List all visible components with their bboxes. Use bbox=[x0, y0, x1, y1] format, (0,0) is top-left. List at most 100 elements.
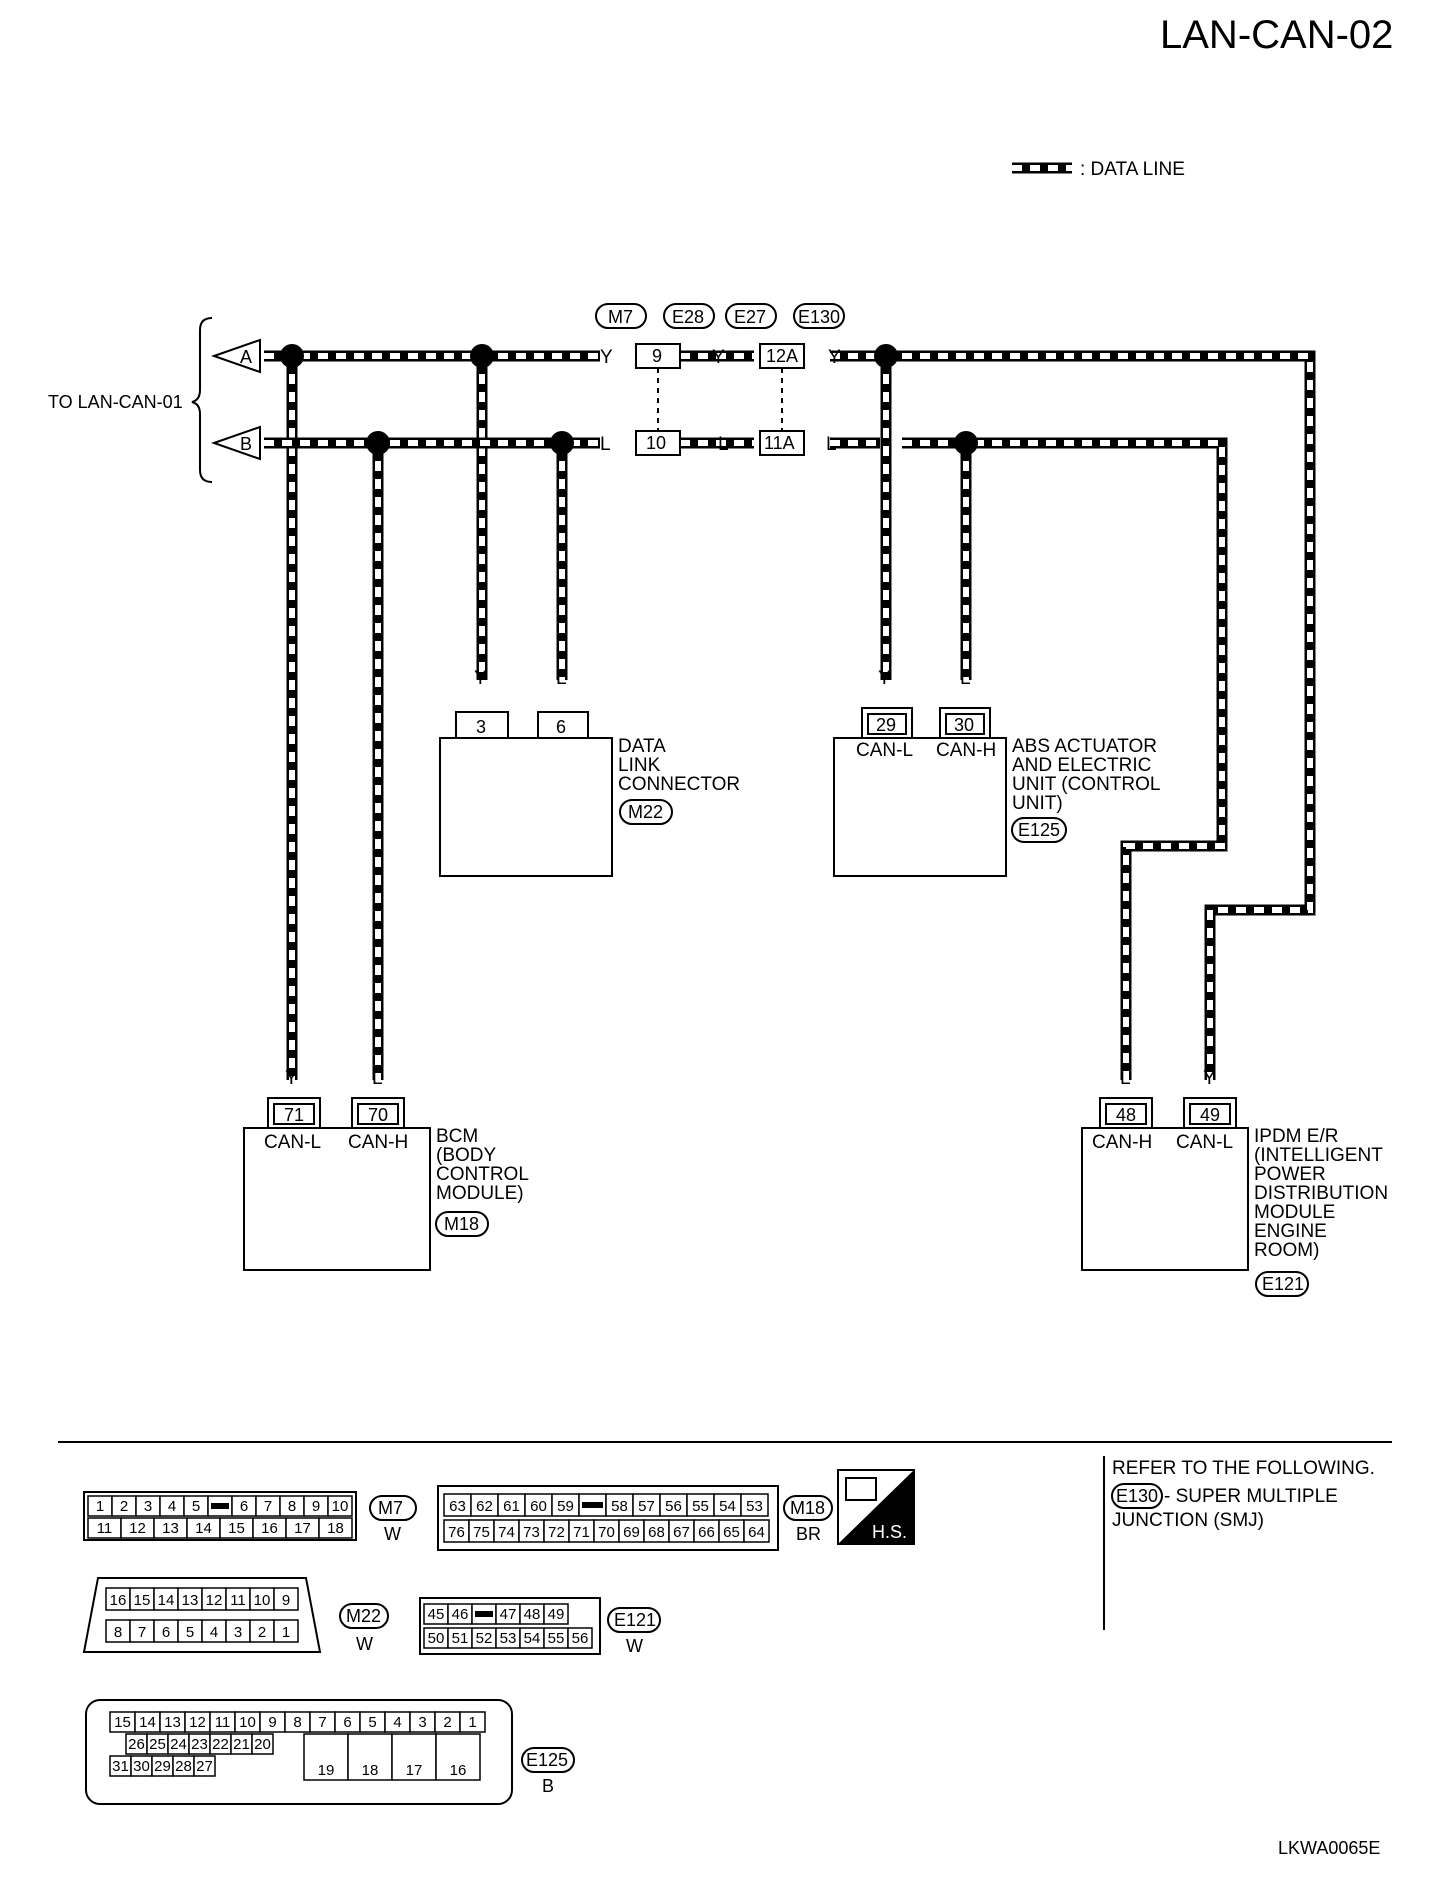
e125-large-pin-number: 17 bbox=[406, 1762, 423, 1779]
m7-key-slot bbox=[211, 1503, 229, 1509]
svg-text:49: 49 bbox=[1200, 1105, 1220, 1125]
svg-text:E125: E125 bbox=[526, 1750, 568, 1770]
bcm-module: 71 70 CAN-L CAN-H BCM (BODY CONTROL MODU… bbox=[243, 1097, 529, 1271]
m22-pin-number: 13 bbox=[182, 1592, 199, 1609]
svg-text:L: L bbox=[600, 434, 611, 455]
e125-pin-number: 21 bbox=[233, 1736, 250, 1753]
refer-note: REFER TO THE FOLLOWING. E130 - SUPER MUL… bbox=[1111, 1458, 1375, 1531]
hs-badge: H.S. bbox=[837, 1469, 915, 1545]
svg-text:9: 9 bbox=[652, 346, 662, 366]
m22-pin-number: 6 bbox=[162, 1624, 170, 1641]
m7-pin-number: 9 bbox=[312, 1498, 320, 1515]
m7-pin-number: 13 bbox=[162, 1520, 179, 1537]
m18-pin-number: 56 bbox=[665, 1498, 682, 1515]
svg-text:(BODY: (BODY bbox=[436, 1145, 497, 1166]
svg-text:48: 48 bbox=[1116, 1105, 1136, 1125]
e125-pin-number: 25 bbox=[149, 1736, 166, 1753]
svg-text:CAN-H: CAN-H bbox=[936, 740, 996, 761]
svg-text:MODULE): MODULE) bbox=[436, 1183, 524, 1204]
m7-pin-number: 17 bbox=[294, 1520, 311, 1537]
svg-text:JUNCTION (SMJ): JUNCTION (SMJ) bbox=[1112, 1510, 1264, 1531]
e125-pin-number: 24 bbox=[170, 1736, 187, 1753]
legend: : DATA LINE bbox=[1012, 159, 1185, 180]
junction-connector-tags: M7 E28 E27 E130 bbox=[595, 303, 845, 329]
e125-pin-number: 10 bbox=[239, 1714, 256, 1731]
m7-cell bbox=[318, 1517, 353, 1539]
m18-key-slot bbox=[582, 1502, 603, 1508]
svg-text:L: L bbox=[1120, 1068, 1131, 1089]
svg-text:CAN-L: CAN-L bbox=[1176, 1132, 1233, 1153]
m18-pin-number: 55 bbox=[692, 1498, 709, 1515]
e125-pin-number: 31 bbox=[112, 1758, 129, 1775]
svg-text:DATA: DATA bbox=[618, 736, 666, 757]
m18-pin-number: 64 bbox=[748, 1524, 765, 1541]
hs-connector-icon bbox=[845, 1477, 877, 1501]
svg-text:E130: E130 bbox=[1116, 1486, 1158, 1506]
svg-text:DISTRIBUTION: DISTRIBUTION bbox=[1254, 1183, 1388, 1204]
svg-text:3: 3 bbox=[476, 717, 486, 737]
e125-pin-number: 2 bbox=[443, 1714, 451, 1731]
m7-pin-number: 6 bbox=[240, 1498, 248, 1515]
svg-text:L: L bbox=[718, 434, 729, 455]
tag-e28: E28 bbox=[672, 307, 704, 327]
svg-text:W: W bbox=[626, 1636, 643, 1656]
svg-text:UNIT (CONTROL: UNIT (CONTROL bbox=[1012, 774, 1160, 795]
m22-pin-number: 7 bbox=[138, 1624, 146, 1641]
e125-pin-number: 29 bbox=[154, 1758, 171, 1775]
e125-cell bbox=[193, 1755, 216, 1777]
m22-pin-number: 9 bbox=[282, 1592, 290, 1609]
e125-pin-number: 22 bbox=[212, 1736, 229, 1753]
svg-text:CAN-L: CAN-L bbox=[856, 740, 913, 761]
svg-text:E121: E121 bbox=[1262, 1274, 1304, 1294]
m22-pin-number: 11 bbox=[230, 1592, 246, 1609]
m7-pin-number: 12 bbox=[129, 1520, 146, 1537]
e125-pin-number: 1 bbox=[468, 1714, 476, 1731]
m18-cell bbox=[740, 1493, 769, 1517]
m22-pin-number: 12 bbox=[206, 1592, 223, 1609]
svg-text:12A: 12A bbox=[766, 346, 798, 366]
m18-pin-number: 65 bbox=[723, 1524, 740, 1541]
m18-pin-number: 70 bbox=[598, 1524, 615, 1541]
e125-large-pin-number: 16 bbox=[450, 1762, 467, 1779]
m22-cell bbox=[273, 1619, 299, 1643]
e125-large-pin-number: 19 bbox=[318, 1762, 335, 1779]
svg-text:L: L bbox=[826, 434, 837, 455]
m22-cell bbox=[273, 1587, 299, 1611]
svg-text:CAN-H: CAN-H bbox=[348, 1132, 408, 1153]
svg-text:E121: E121 bbox=[614, 1610, 656, 1630]
svg-text:H.S.: H.S. bbox=[872, 1522, 907, 1542]
svg-text:M22: M22 bbox=[628, 802, 663, 822]
splices bbox=[280, 344, 978, 455]
m22-pin-number: 16 bbox=[110, 1592, 127, 1609]
m7-pin-number: 15 bbox=[228, 1520, 245, 1537]
data-link-connector: 3 6 DATA LINK CONNECTOR M22 bbox=[439, 711, 740, 877]
m7-pin-number: 2 bbox=[120, 1498, 128, 1515]
m18-pin-number: 76 bbox=[448, 1524, 465, 1541]
svg-text:ROOM): ROOM) bbox=[1254, 1240, 1319, 1261]
svg-text:BCM: BCM bbox=[436, 1126, 478, 1147]
m18-pin-number: 69 bbox=[623, 1524, 640, 1541]
e125-cell bbox=[459, 1711, 486, 1733]
svg-text:29: 29 bbox=[876, 715, 896, 735]
e125-pin-number: 20 bbox=[254, 1736, 271, 1753]
m7-pin-number: 8 bbox=[288, 1498, 296, 1515]
e125-pin-number: 8 bbox=[293, 1714, 301, 1731]
svg-text:Y: Y bbox=[712, 347, 725, 368]
m7-pin-number: 16 bbox=[261, 1520, 278, 1537]
svg-text:MODULE: MODULE bbox=[1254, 1202, 1335, 1223]
m18-pin-number: 58 bbox=[611, 1498, 628, 1515]
m22-pin-number: 4 bbox=[210, 1624, 218, 1641]
svg-text:M18: M18 bbox=[444, 1214, 479, 1234]
svg-text:W: W bbox=[356, 1634, 373, 1654]
svg-text:6: 6 bbox=[556, 717, 566, 737]
wire-l-line bbox=[264, 437, 1228, 1080]
m18-pin-number: 67 bbox=[673, 1524, 690, 1541]
svg-text:L: L bbox=[372, 1068, 383, 1089]
e125-pin-number: 4 bbox=[393, 1714, 401, 1731]
e125-pin-number: 13 bbox=[164, 1714, 181, 1731]
svg-text:30: 30 bbox=[954, 715, 974, 735]
e125-pin-number: 27 bbox=[196, 1758, 213, 1775]
